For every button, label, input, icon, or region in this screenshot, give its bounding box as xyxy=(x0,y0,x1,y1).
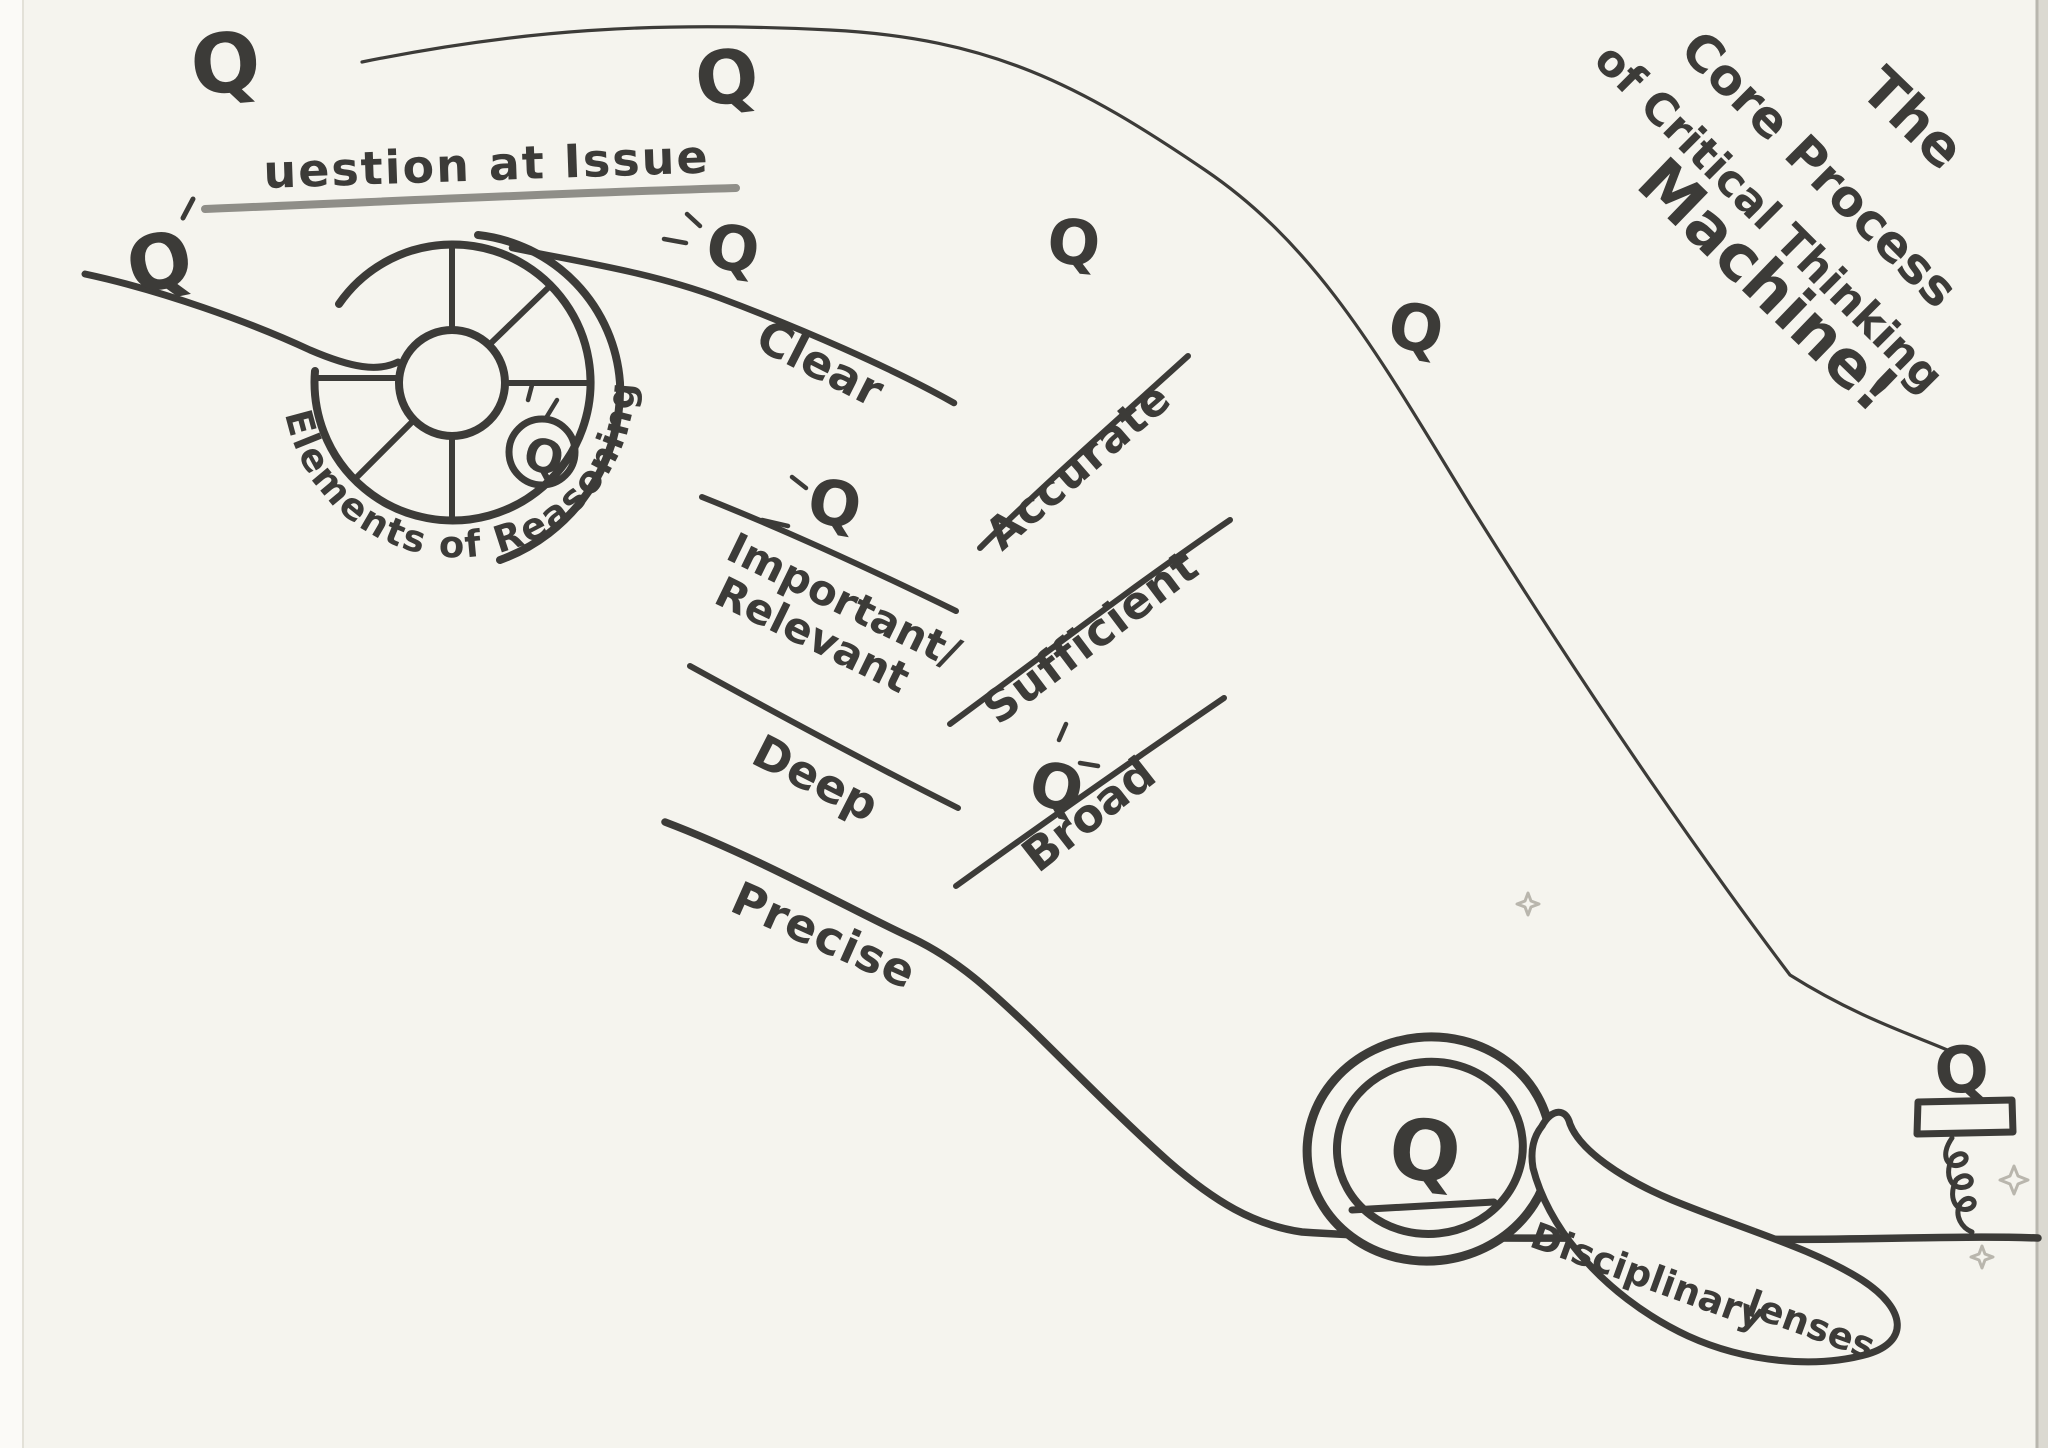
wall-broad xyxy=(953,695,1227,889)
wall-accurate xyxy=(977,353,1191,551)
launcher-platform xyxy=(1913,1096,2017,1138)
motion-dashes-important-q xyxy=(759,474,809,529)
motion-dashes-clear-q xyxy=(661,211,703,246)
trajectory-arc-path xyxy=(360,25,1954,1054)
q-top-left: Q xyxy=(187,14,265,115)
reasoning-wheel: Q Elements of Reasoning xyxy=(276,231,642,567)
sparkle-3-icon xyxy=(1515,891,1541,917)
label-precise: Precise xyxy=(724,871,925,1000)
q-arc-mid: Q xyxy=(1044,204,1103,281)
label-accurate: Accurate xyxy=(976,372,1181,560)
wheel-rim xyxy=(310,240,595,525)
label-deep: Deep xyxy=(744,724,887,833)
motion-dashes-broad-q xyxy=(1056,721,1101,769)
magnifier: Q Disciplinary lenses xyxy=(1302,1032,1901,1368)
q-lens: Q xyxy=(1384,1099,1465,1204)
wall-sufficient xyxy=(947,517,1233,727)
magnifier-handle xyxy=(1528,1108,1901,1366)
chute-line xyxy=(81,270,402,371)
magnifier-inner-ring xyxy=(1332,1057,1527,1238)
q-important-ramp: Q xyxy=(802,463,867,544)
wheel-spoke-sw xyxy=(352,417,417,482)
wheel-spoke-ne xyxy=(486,283,553,348)
label-sufficient: Sufficient xyxy=(973,539,1209,735)
launcher-spring xyxy=(1943,1135,1977,1235)
sparkle-1-icon xyxy=(1998,1164,2030,1196)
motion-dashes-wheel-q xyxy=(525,382,560,421)
ramp-deep xyxy=(687,663,961,811)
question-underline xyxy=(201,184,740,213)
magnifier-lens-line xyxy=(1348,1198,1498,1214)
wheel-compartment-circle xyxy=(505,415,579,489)
paper-edge-left xyxy=(0,0,22,1448)
title-block: The Core Process of Critical Thinking Ma… xyxy=(1584,19,1977,427)
ramp-important-relevant xyxy=(699,494,959,614)
paper-edge-right xyxy=(2038,0,2048,1448)
sparkle-2-icon xyxy=(1969,1244,1995,1270)
ramp-clear xyxy=(508,244,958,407)
q-chute: Q xyxy=(119,212,201,312)
spring-launcher: Q xyxy=(1913,1031,2030,1270)
title-line-1: The xyxy=(1848,55,1977,182)
q-arc-right: Q xyxy=(1382,288,1448,370)
label-clear: Clear xyxy=(748,309,893,418)
q-clear-ramp: Q xyxy=(702,209,764,289)
q-arc-top: Q xyxy=(690,32,763,125)
motion-dash-chute-q xyxy=(180,196,196,221)
